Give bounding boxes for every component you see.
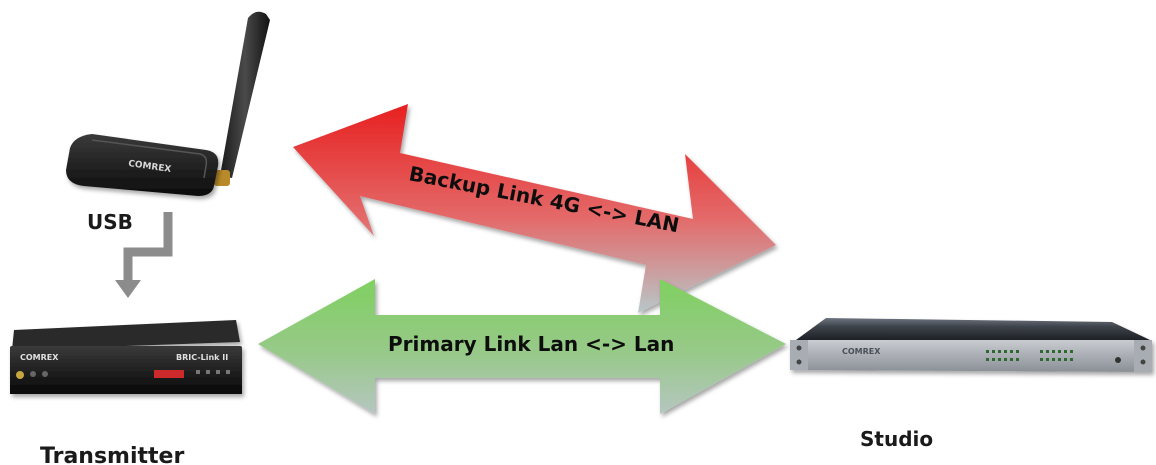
studio-label: Studio	[860, 427, 933, 451]
studio-device: COMREX	[790, 318, 1152, 372]
studio-brand-logo: COMREX	[842, 347, 881, 356]
transmitter-device: COMREX BRIC-Link II	[10, 320, 242, 394]
dip-switch-bank	[154, 370, 184, 378]
headphone-jack-icon	[16, 371, 24, 379]
meter-leds	[986, 350, 1073, 361]
usb-modem-device: COMREX	[66, 11, 270, 196]
antenna-connector	[214, 170, 230, 186]
backup-link-arrow: Backup Link 4G <-> LAN	[293, 104, 776, 313]
transmitter-label: Transmitter	[40, 444, 184, 465]
transmitter-model-logo: BRIC-Link II	[176, 353, 228, 362]
usb-to-transmitter-arrow	[115, 212, 173, 298]
antenna-icon	[220, 11, 270, 178]
usb-label: USB	[87, 210, 133, 234]
primary-link-label: Primary Link Lan <-> Lan	[388, 332, 674, 356]
primary-link-arrow: Primary Link Lan <-> Lan	[258, 279, 786, 414]
transmitter-brand-logo: COMREX	[20, 353, 59, 362]
